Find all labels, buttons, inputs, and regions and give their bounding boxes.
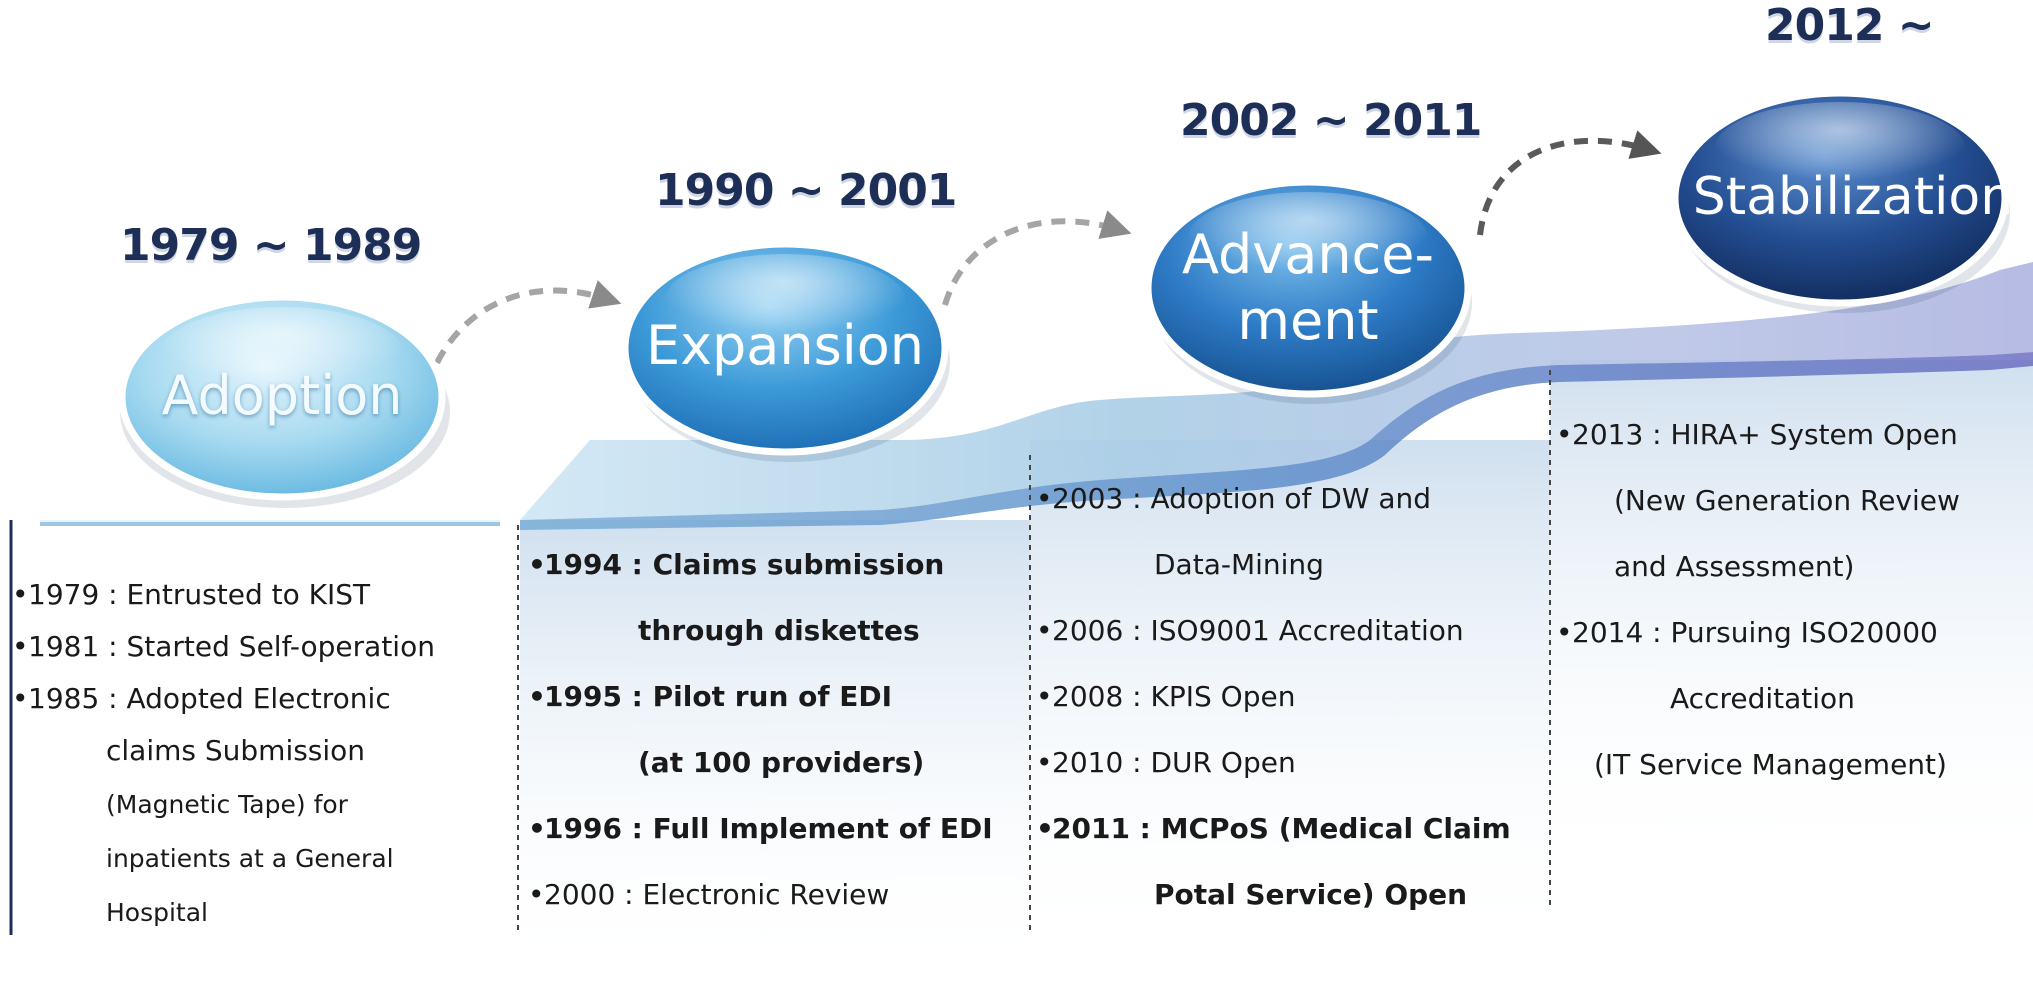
adoption-ellipse-gloss [162, 307, 402, 397]
expansion-label: Expansion [645, 314, 925, 378]
column-fade-1 [520, 520, 1030, 980]
bullet-icon: • [1556, 418, 1573, 451]
bullet-icon: • [1036, 482, 1053, 515]
event-item: (New Generation Review [1614, 484, 1960, 517]
event-item: (at 100 providers) [638, 746, 925, 779]
adoption-events: •1979 : Entrusted to KIST •1981 : Starte… [12, 578, 512, 998]
stabilization-label: Stabilization [1692, 167, 2014, 228]
bullet-icon: • [528, 812, 546, 845]
bullet-icon: • [12, 682, 29, 715]
event-item: •1995 : Pilot run of EDI [528, 680, 893, 713]
event-item: •2011 : MCPoS (Medical Claim [1036, 812, 1511, 845]
event-item: inpatients at a General [106, 844, 394, 873]
column-fade-3 [1550, 360, 2033, 880]
event-item: (IT Service Management) [1594, 748, 1947, 781]
event-item: •2013 : HIRA+ System Open [1556, 418, 1958, 451]
advancement-ellipse-gloss [1188, 192, 1428, 284]
bullet-icon: • [1036, 614, 1053, 647]
event-item: •1994 : Claims submission [528, 548, 945, 581]
event-item: Potal Service) Open [1154, 878, 1468, 911]
event-item: •2003 : Adoption of DW and [1036, 482, 1432, 515]
bullet-icon: • [1036, 746, 1053, 779]
event-item: •2006 : ISO9001 Accreditation [1036, 614, 1464, 647]
bullet-icon: • [12, 578, 29, 611]
event-item: •2008 : KPIS Open [1036, 680, 1296, 713]
adoption-label: Adoption [161, 364, 403, 428]
bullet-icon: • [1036, 812, 1054, 845]
event-item: •1996 : Full Implement of EDI [528, 812, 993, 845]
stabilization-events: •2013 : HIRA+ System Open (New Generatio… [1556, 418, 2033, 838]
advancement-label: Advance- ment [1182, 223, 1434, 352]
expansion-events: •1994 : Claims submission through disket… [528, 548, 1028, 948]
advancement-period: 2002 ~ 2011 [1180, 95, 1482, 146]
stabilization-period: 2012 ~ [1765, 0, 1935, 51]
bullet-icon: • [528, 548, 546, 581]
bullet-icon: • [1036, 680, 1053, 713]
event-item: •1985 : Adopted Electronic [12, 682, 391, 715]
event-item: Accreditation [1670, 682, 1855, 715]
arrow-adoption-to-expansion [425, 280, 622, 386]
event-item: (Magnetic Tape) for [106, 790, 348, 819]
event-item: through diskettes [638, 614, 920, 647]
expansion-period: 1990 ~ 2001 [655, 165, 957, 216]
bullet-icon: • [12, 630, 29, 663]
bullet-icon: • [528, 878, 545, 911]
timeline-ribbon-front [520, 352, 2033, 530]
bullet-icon: • [528, 680, 546, 713]
event-item: •1981 : Started Self-operation [12, 630, 435, 663]
event-item: claims Submission [106, 734, 366, 767]
arrow-expansion-to-advancement [942, 210, 1132, 306]
event-item: and Assessment) [1614, 550, 1855, 583]
event-item: •2000 : Electronic Review [528, 878, 890, 911]
column-fade-2 [1030, 440, 1550, 960]
adoption-period: 1979 ~ 1989 [120, 220, 422, 271]
stabilization-ellipse-gloss [1715, 102, 1965, 194]
arrow-advancement-to-stabilization [1477, 130, 1662, 236]
event-item: •2010 : DUR Open [1036, 746, 1296, 779]
advancement-events: •2003 : Adoption of DW and Data-Mining •… [1036, 482, 1551, 942]
bullet-icon: • [1556, 616, 1573, 649]
event-item: Data-Mining [1154, 548, 1324, 581]
expansion-ellipse-gloss [665, 254, 905, 346]
event-item: •2014 : Pursuing ISO20000 [1556, 616, 1938, 649]
event-item: Hospital [106, 898, 209, 927]
event-item: •1979 : Entrusted to KIST [12, 578, 371, 611]
